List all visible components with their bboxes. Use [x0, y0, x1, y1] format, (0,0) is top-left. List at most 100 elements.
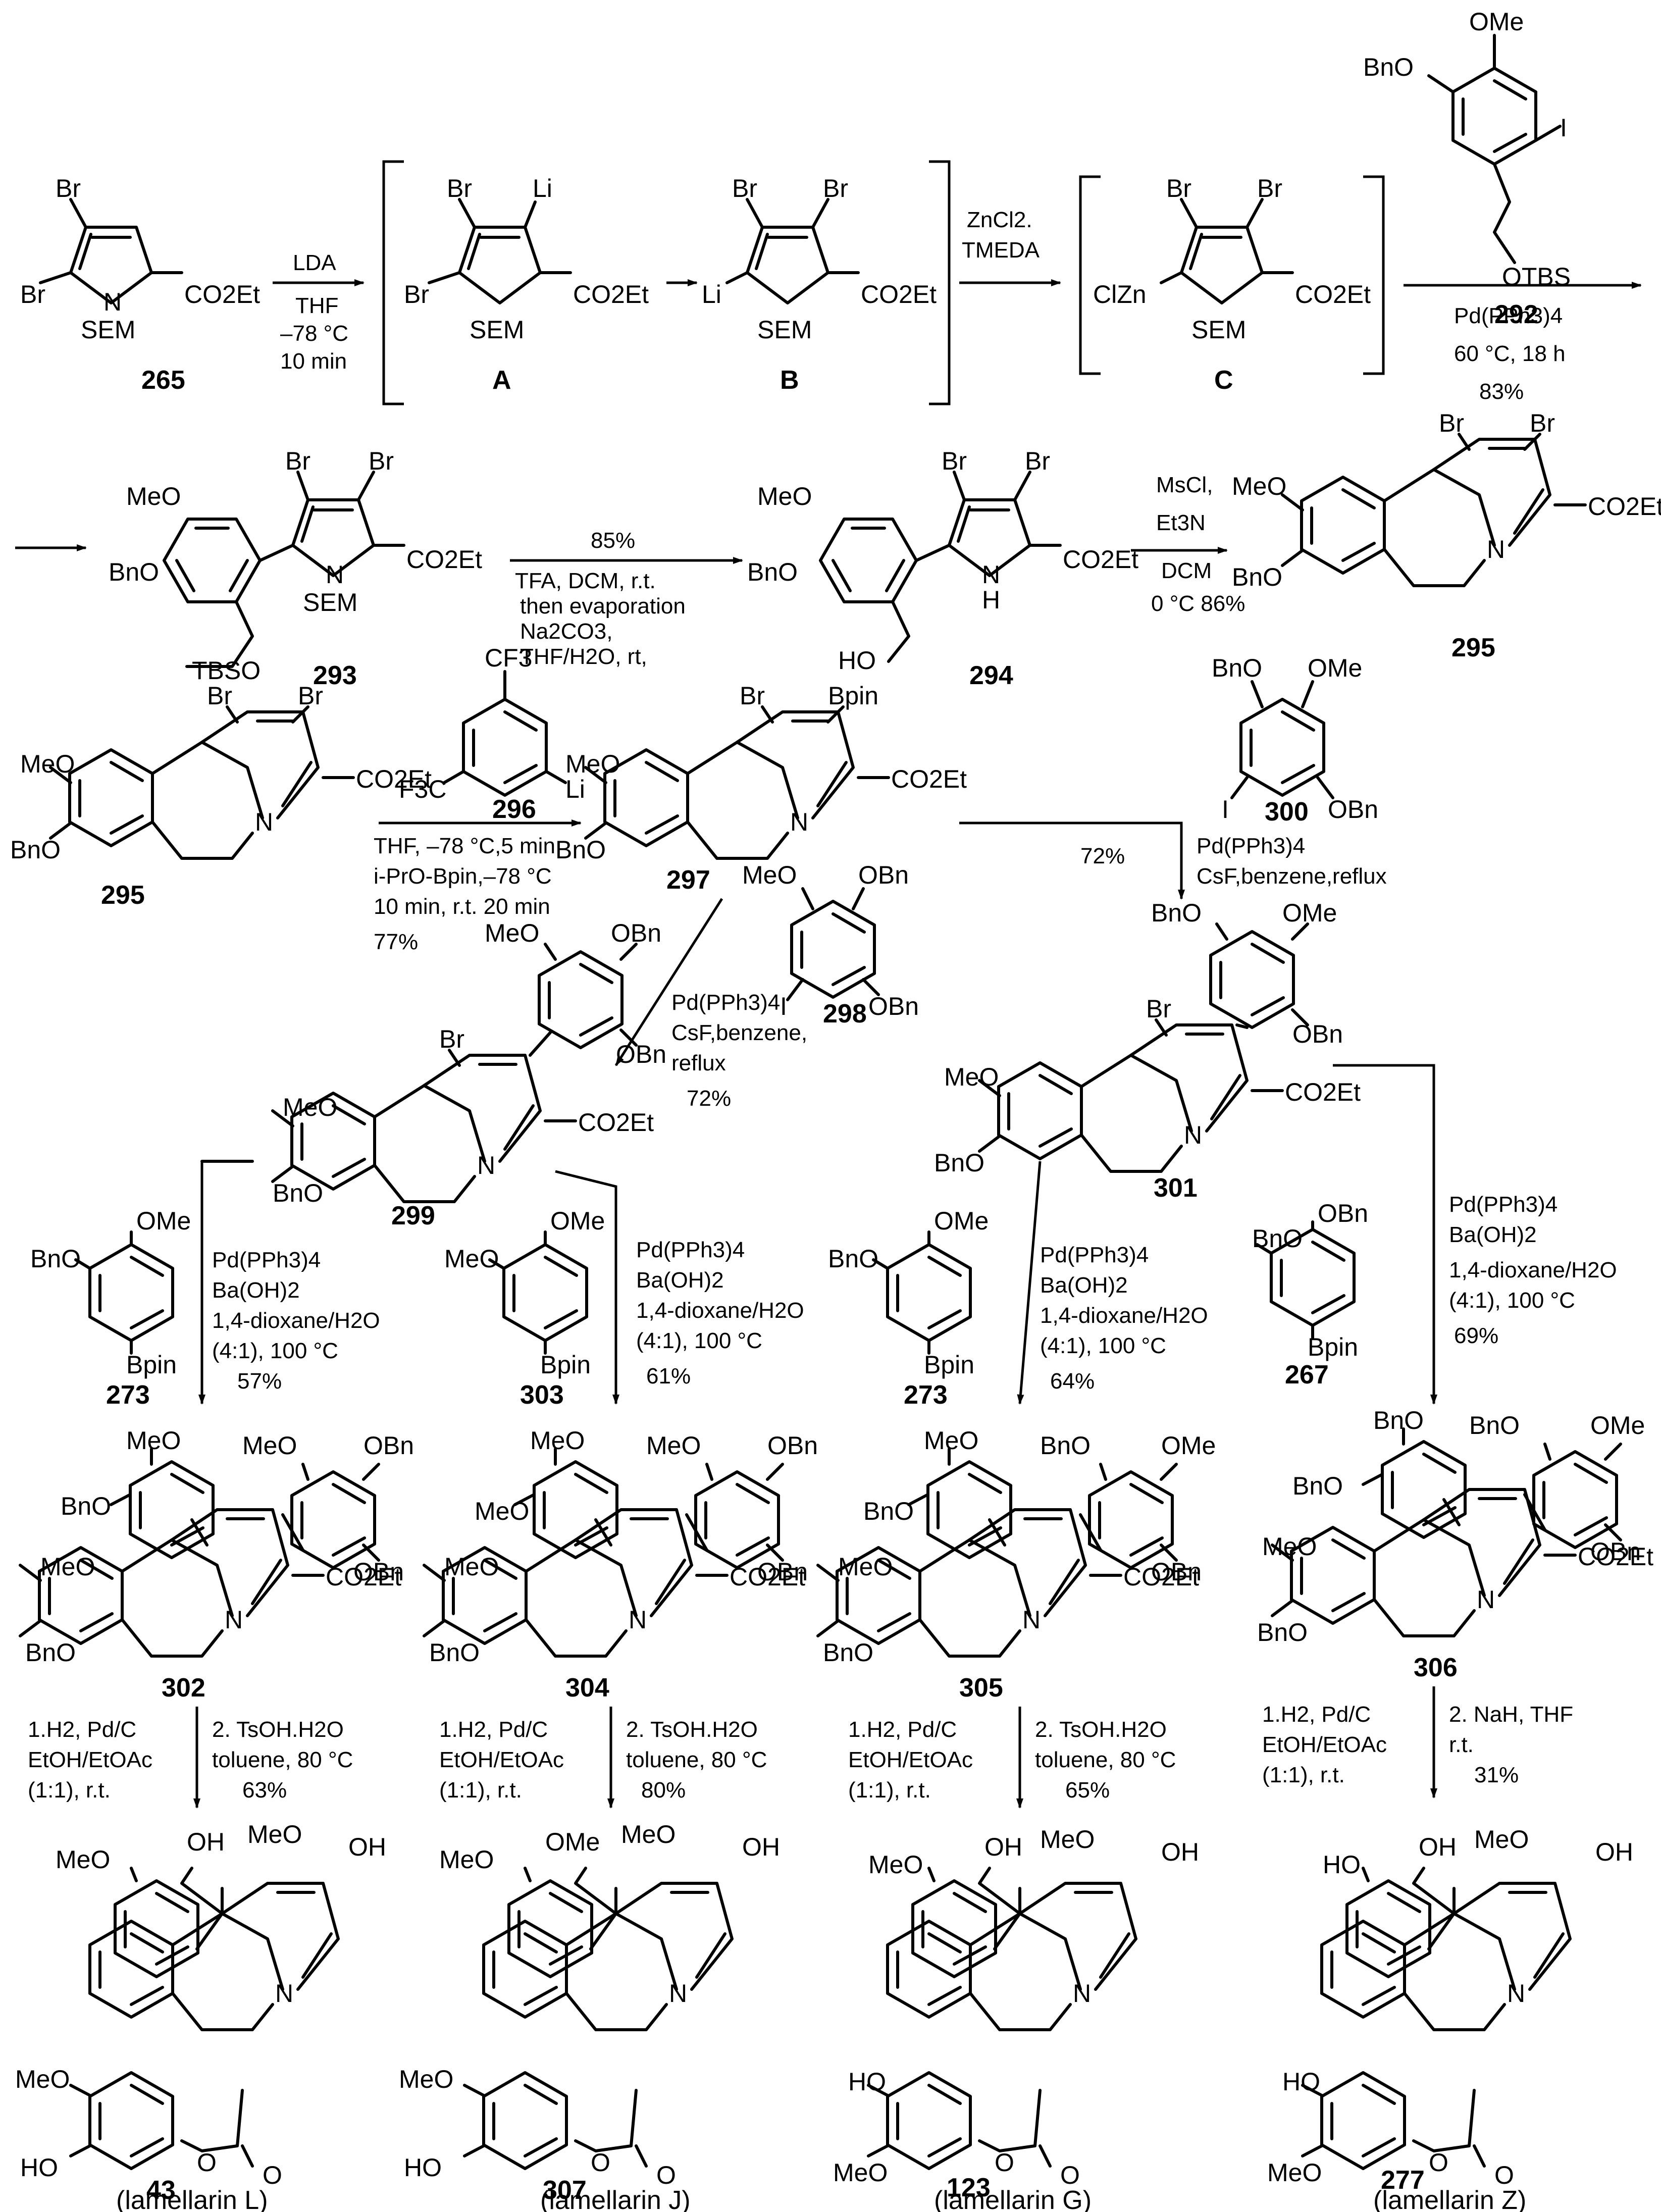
conditions: reflux	[671, 1051, 726, 1075]
conditions: toluene, 80 °C	[1035, 1747, 1176, 1772]
atom-label: SEM	[1191, 316, 1246, 344]
natural-product-name: (lamellarin Z)	[1373, 2186, 1526, 2212]
compound-293: MeO BnO TBSO Br Br CO2Et N SEM 293	[109, 447, 482, 690]
atom-label: N	[790, 808, 808, 836]
solvent: 1,4-dioxane/H2O	[636, 1298, 804, 1323]
atom-label: Br	[439, 1025, 464, 1053]
step-suzuki-300: 72% Pd(PPh3)4 CsF,benzene,reflux	[959, 821, 1387, 900]
atom-label: OH	[742, 1833, 780, 1861]
step-305: Pd(PPh3)4 Ba(OH)2 1,4-dioxane/H2O (4:1),…	[1040, 1243, 1208, 1394]
atom-label: N	[982, 560, 1000, 589]
atom-label: OH	[1595, 1838, 1633, 1866]
atom-label: OMe	[136, 1207, 191, 1235]
temperature: –78 °C	[280, 321, 348, 346]
compound-304: MeO MeO MeO OBn OBn MeO BnO CO2Et N 304	[423, 1426, 818, 1703]
atom-label: CO2Et	[1123, 1563, 1199, 1591]
atom-label: BnO	[1040, 1431, 1091, 1460]
lamellarin-J: MeO OMe MeO OH MeO HO N O O 307 (lamella…	[399, 1820, 780, 2212]
yield: 57%	[237, 1369, 282, 1394]
atom-label: N	[1184, 1121, 1202, 1149]
atom-label: SEM	[81, 316, 135, 344]
atom-label: O	[1429, 2148, 1448, 2177]
atom-label: BnO	[1292, 1472, 1343, 1500]
atom-label: Br	[732, 174, 757, 202]
atom-label: OBn	[1151, 1558, 1202, 1586]
atom-label: OMe	[934, 1207, 989, 1235]
conditions: 2. TsOH.H2O	[1035, 1717, 1167, 1742]
atom-label: MeO	[283, 1093, 337, 1121]
atom-label: Br	[404, 280, 429, 308]
atom-label: Br	[285, 447, 310, 475]
base: Ba(OH)2	[1040, 1273, 1128, 1298]
compound-id: 273	[106, 1380, 150, 1410]
catalyst: Pd(PPh3)4	[1454, 303, 1563, 328]
conditions: TFA, DCM, r.t.	[515, 569, 656, 593]
compound-id: 306	[1414, 1653, 1458, 1682]
atom-label: Bpin	[924, 1351, 974, 1379]
atom-label: Br	[207, 682, 232, 710]
atom-label: OBn	[616, 1040, 666, 1068]
conditions: (4:1), 100 °C	[1449, 1288, 1575, 1313]
atom-label: MeO	[1474, 1825, 1529, 1854]
compound-id: 267	[1285, 1360, 1329, 1390]
compound-id: 295	[1451, 633, 1495, 662]
atom-label: BnO	[1232, 563, 1282, 591]
atom-label: MeO	[646, 1431, 701, 1460]
conditions: (1:1), r.t.	[28, 1778, 111, 1803]
atom-label: HO	[838, 646, 876, 675]
atom-label: CO2Et	[406, 545, 482, 574]
atom-label: MeO	[475, 1497, 529, 1525]
compound-id: 293	[313, 661, 357, 690]
atom-label: MeO	[1267, 2158, 1322, 2187]
step-lda: LDA THF –78 °C 10 min	[273, 250, 365, 374]
conditions: 60 °C, 18 h	[1454, 341, 1566, 366]
compound-295: MeO BnO Br Br CO2Et N 295	[1232, 409, 1661, 662]
atom-label: MeO	[944, 1063, 999, 1091]
bracket-left	[382, 160, 404, 405]
atom-label: CO2Et	[578, 1108, 654, 1137]
conditions: 0 °C 86%	[1151, 591, 1245, 616]
conditions: 1.H2, Pd/C	[848, 1717, 957, 1742]
intermediate-C: Br Br ClZn CO2Et SEM C	[1093, 174, 1371, 395]
base: Ba(OH)2	[212, 1278, 300, 1303]
atom-label: OH	[1419, 1833, 1457, 1861]
atom-label: OBn	[1318, 1199, 1368, 1227]
atom-label: I	[1560, 114, 1567, 142]
atom-label: HO	[404, 2153, 442, 2182]
compound-id: 295	[101, 881, 145, 910]
atom-label: OBn	[1292, 1020, 1343, 1048]
base: Ba(OH)2	[636, 1268, 724, 1293]
conditions: THF, –78 °C,5 min	[374, 834, 555, 858]
yield: 65%	[1065, 1778, 1110, 1803]
lamellarin-G: MeO OH MeO OH HO MeO N O O 123 (lamellar…	[833, 1825, 1199, 2212]
atom-label: Bpin	[540, 1351, 591, 1379]
step-307: 1.H2, Pd/C EtOH/EtOAc (1:1), r.t. 2. TsO…	[439, 1717, 767, 1803]
atom-label: OMe	[1469, 8, 1524, 36]
atom-label: Br	[1439, 409, 1464, 437]
atom-label: HO	[1323, 1850, 1361, 1879]
atom-label: CO2Et	[1578, 1542, 1653, 1571]
step-306: Pd(PPh3)4 Ba(OH)2 1,4-dioxane/H2O (4:1),…	[1449, 1192, 1617, 1348]
step-negishi: Pd(PPh3)4 60 °C, 18 h 83%	[1404, 282, 1642, 404]
atom-label: OBn	[858, 861, 909, 889]
atom-label: Bpin	[126, 1351, 177, 1379]
atom-label: MeO	[247, 1820, 302, 1848]
atom-label: OBn	[868, 992, 919, 1020]
compound-297: MeO BnO Br Bpin CO2Et N 297	[555, 682, 967, 895]
atom-label: MeO	[485, 919, 539, 947]
conditions: EtOH/EtOAc	[439, 1747, 564, 1772]
atom-label: HO	[20, 2153, 58, 2182]
conditions: (4:1), 100 °C	[636, 1328, 762, 1353]
atom-label: OBn	[767, 1431, 818, 1460]
atom-label: MeO	[757, 482, 812, 510]
conditions: 2. NaH, THF	[1449, 1702, 1573, 1727]
atom-label: Br	[942, 447, 967, 475]
solvent: THF	[295, 293, 339, 318]
compound-id: 304	[565, 1673, 609, 1703]
step-zncl2: ZnCl2. TMEDA	[959, 208, 1061, 286]
atom-label: OH	[348, 1833, 386, 1861]
natural-product-name: (lamellarin L)	[116, 2186, 268, 2212]
atom-label: N	[326, 560, 344, 589]
conditions: (4:1), 100 °C	[212, 1339, 338, 1363]
compound-id: 301	[1154, 1173, 1198, 1203]
